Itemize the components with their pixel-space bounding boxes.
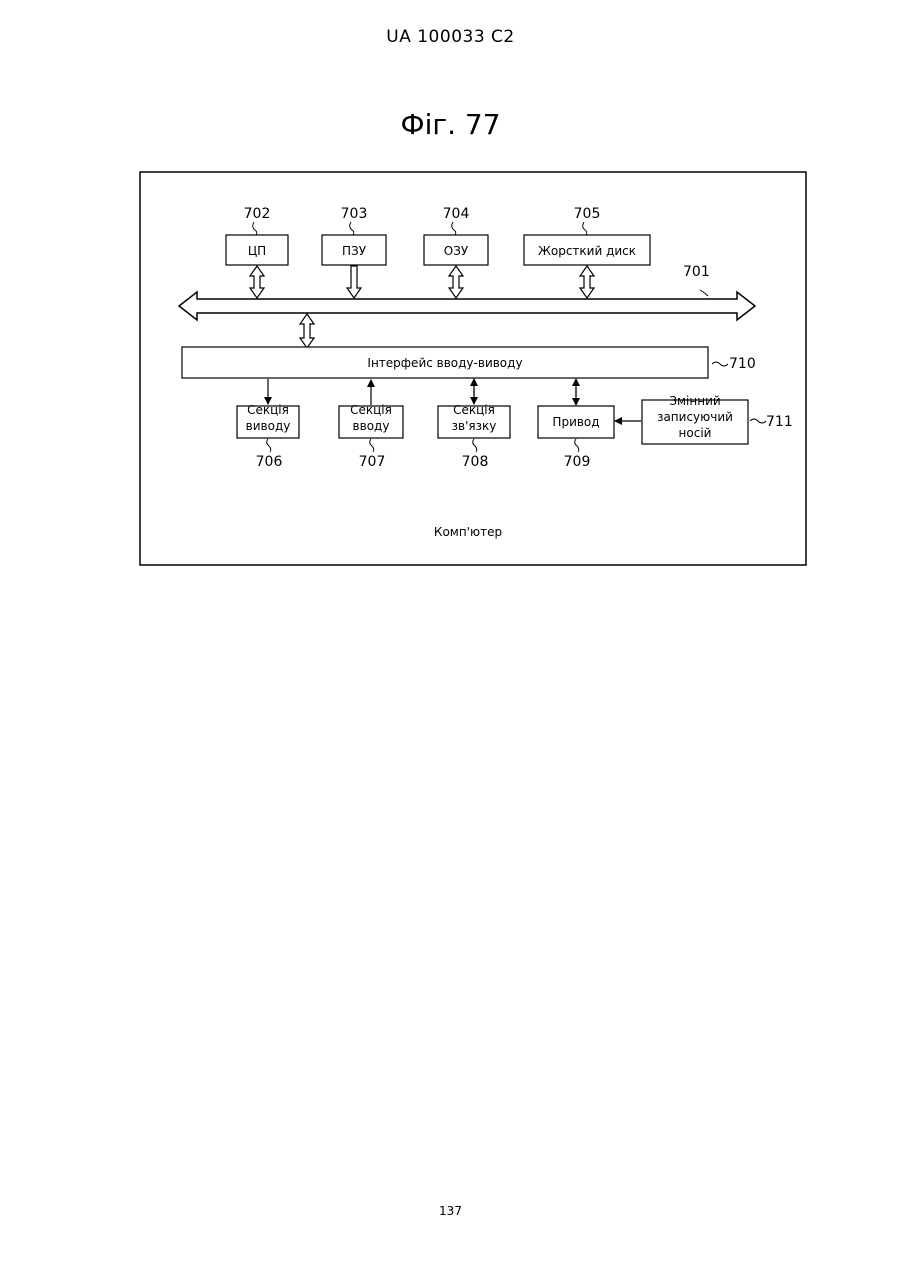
block-ram: ОЗУ 704 (424, 206, 488, 265)
block-hard-disk: Жорсткий диск 705 (524, 206, 650, 265)
comm-line1: Секція (453, 403, 495, 417)
output-ref: 706 (256, 454, 283, 470)
input-line2: вводу (353, 419, 390, 433)
computer-label: Комп'ютер (434, 525, 502, 539)
block-drive: Привод 709 (538, 406, 614, 470)
block-rom: ПЗУ 703 (322, 206, 386, 265)
drive-ref: 709 (564, 454, 591, 470)
bottom-ref-leaders (267, 439, 579, 452)
block-comm-section: Секція зв'язку 708 (438, 403, 510, 470)
block-removable-media: Змінний записуючий носій 711 (642, 394, 793, 444)
media-line3: носій (679, 426, 712, 440)
media-line2: записуючий (657, 410, 733, 424)
io-interface: Інтерфейс вводу-виводу 710 (182, 347, 756, 378)
top-ref-leaders (253, 222, 587, 235)
rom-bus-arrow (347, 266, 361, 298)
block-hard-disk-label: Жорсткий диск (538, 244, 636, 258)
block-cpu-ref: 702 (244, 206, 271, 222)
media-line1: Змінний (669, 394, 720, 408)
block-output-section: Секція виводу 706 (237, 403, 299, 470)
hdd-bus-arrow (580, 266, 594, 298)
bus-ref: 701 (683, 264, 710, 280)
comm-line2: зв'язку (452, 419, 497, 433)
block-ram-ref: 704 (443, 206, 470, 222)
output-line2: виводу (246, 419, 291, 433)
io-bus-arrow (300, 314, 314, 348)
bus-ref-leader (700, 290, 708, 296)
block-ram-label: ОЗУ (444, 244, 469, 258)
io-interface-label: Інтерфейс вводу-виводу (367, 356, 522, 370)
cpu-bus-arrow (250, 266, 264, 298)
ram-bus-arrow (449, 266, 463, 298)
input-line1: Секція (350, 403, 392, 417)
block-rom-label: ПЗУ (342, 244, 367, 258)
comm-ref: 708 (462, 454, 489, 470)
block-hard-disk-ref: 705 (574, 206, 601, 222)
io-interface-ref: 710 (729, 356, 756, 372)
output-line1: Секція (247, 403, 289, 417)
input-ref: 707 (359, 454, 386, 470)
drive-label: Привод (552, 415, 599, 429)
media-ref: 711 (766, 414, 793, 430)
block-input-section: Секція вводу 707 (339, 403, 403, 470)
block-rom-ref: 703 (341, 206, 368, 222)
block-cpu: ЦП 702 (226, 206, 288, 265)
system-bus (179, 292, 755, 320)
page-number: 137 (0, 1204, 901, 1218)
block-cpu-label: ЦП (248, 244, 266, 258)
